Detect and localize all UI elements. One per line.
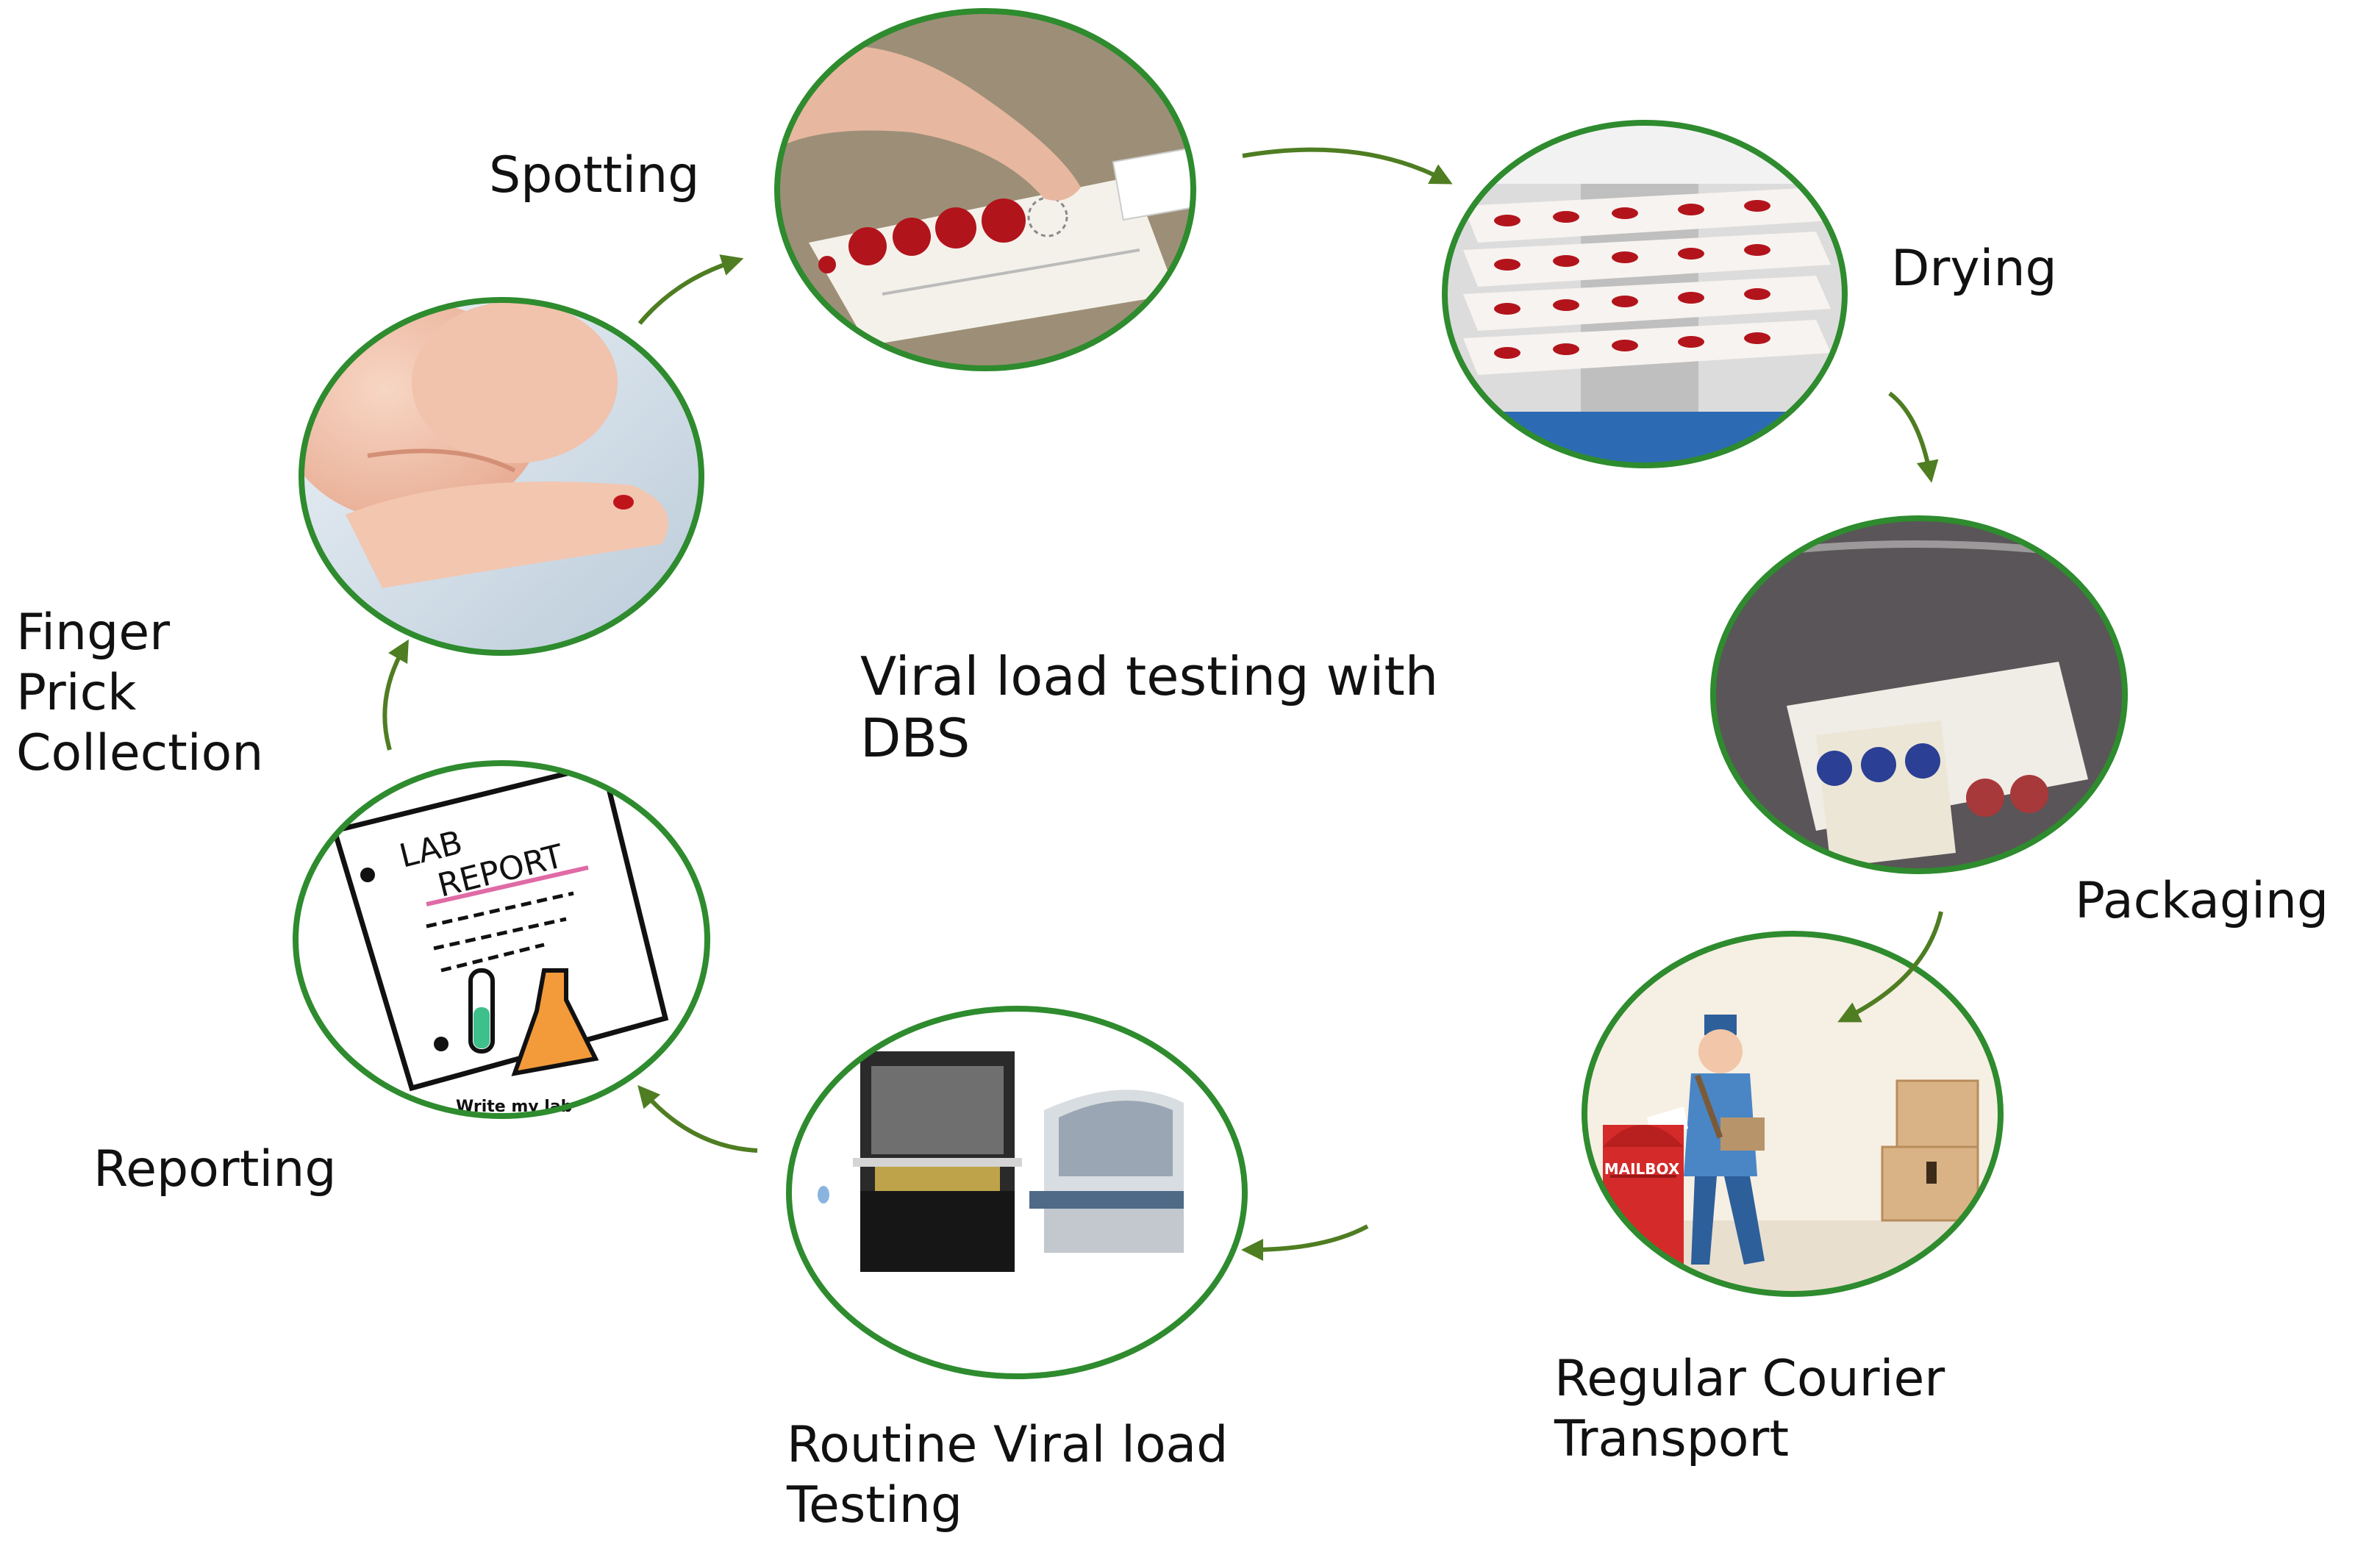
- center-title: Viral load testing with DBS: [860, 646, 1438, 769]
- cycle-arrows: [382, 147, 1943, 1261]
- drying-rack-cards: [1463, 187, 1831, 375]
- label-finger-prick-collection: Finger Prick Collection: [16, 603, 263, 784]
- mailbox-text: MAILBOX: [1604, 1160, 1680, 1178]
- label-courier-line1: Regular Courier: [1554, 1350, 1945, 1408]
- label-testing-line2: Testing: [787, 1476, 963, 1534]
- label-courier-line2: Transport: [1554, 1410, 1790, 1468]
- label-spotting: Spotting: [489, 146, 700, 204]
- arrow-courier-to-testing: [1241, 1224, 1369, 1261]
- center-title-line1: Viral load testing with: [860, 646, 1439, 707]
- arrow-testing-to-reporting: [637, 1084, 758, 1153]
- spotting-photo: [774, 8, 1196, 371]
- arrow-packaging-to-courier: [1837, 911, 1943, 1023]
- finger-prick-photo: [299, 297, 704, 656]
- drying-photo: [1442, 120, 1848, 468]
- label-finger-line1: Finger: [16, 604, 171, 662]
- lab-instruments-photo: [786, 1006, 1248, 1379]
- label-drying: Drying: [1891, 240, 2057, 298]
- arrow-collection-to-spotting: [637, 254, 744, 325]
- arrow-spotting-to-drying: [1242, 147, 1453, 185]
- arrow-drying-to-packaging: [1888, 391, 1939, 483]
- label-courier-transport: Regular Courier Transport: [1554, 1349, 1945, 1470]
- label-packaging: Packaging: [2075, 872, 2329, 930]
- packaging-photo: [1710, 515, 2128, 874]
- label-viral-load-testing: Routine Viral load Testing: [787, 1415, 1228, 1536]
- center-title-line2: DBS: [860, 707, 971, 769]
- label-testing-line1: Routine Viral load: [787, 1416, 1229, 1474]
- label-reporting: Reporting: [93, 1140, 337, 1198]
- label-finger-line3: Collection: [16, 724, 264, 782]
- lab-report-illustration: LAB REPORT Write my lab: [293, 760, 710, 1119]
- courier-illustration: MAILBOX: [1582, 931, 2004, 1297]
- arrow-reporting-to-collection: [382, 639, 409, 751]
- label-finger-line2: Prick: [16, 664, 137, 722]
